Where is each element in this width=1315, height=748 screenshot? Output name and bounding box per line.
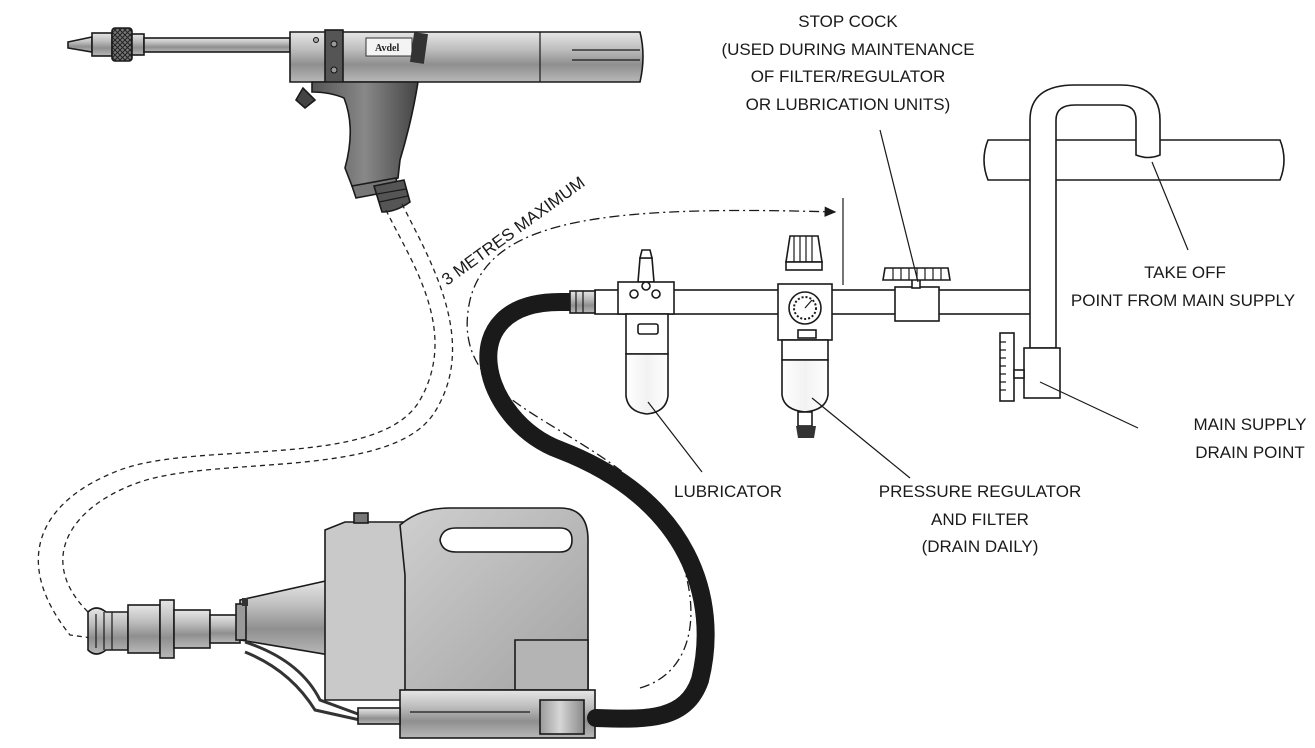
regulator-label: PRESSURE REGULATOR AND FILTER (DRAIN DAI… [879,482,1081,556]
lubricator-label: LUBRICATOR [674,482,782,501]
filter-drain [796,426,816,438]
unit-fitting [357,707,401,725]
stop-cock-leader [879,129,919,283]
svg-text:AND FILTER: AND FILTER [931,510,1029,529]
unit-inlet-plate [539,699,585,735]
distance-indicator [466,206,837,689]
stop-cock [894,286,940,322]
svg-text:MAIN SUPPLY: MAIN SUPPLY [1193,415,1306,434]
main-drain-valve [1023,347,1061,399]
air-line-assembly [569,84,1285,438]
svg-text:STOP COCK: STOP COCK [798,12,898,31]
tool-trigger [294,86,317,110]
main-drain-leader [1039,381,1139,429]
svg-text:TAKE OFF: TAKE OFF [1144,263,1226,282]
tool-band [324,29,344,87]
svg-text:PRESSURE REGULATOR: PRESSURE REGULATOR [879,482,1081,501]
air-supply-hose [479,293,715,728]
stop-cock-label: STOP COCK (USED DURING MAINTENANCE OF FI… [721,12,974,114]
lubricator-leader [647,401,703,473]
svg-text:(DRAIN DAILY): (DRAIN DAILY) [922,537,1039,556]
drain-gauge [999,332,1015,402]
take-off-label: TAKE OFF POINT FROM MAIN SUPPLY [1071,263,1295,310]
unit-carry-handle [439,527,573,553]
tool-nose-collar [91,32,113,57]
take-off-pipe [1029,84,1161,349]
main-supply-pipe [983,139,1285,181]
avdel-logo [365,37,413,57]
tool-knurled-nut [111,27,133,62]
tool-hose-connector [372,179,411,213]
filter-bowl [781,359,829,413]
take-off-leader [1151,161,1189,251]
flexible-hose-tool [37,209,436,639]
regulator-knob [785,235,823,263]
lubricator-bowl [625,353,669,415]
unit-hose-coupling [87,607,129,655]
distance-label: 3 METRES MAXIMUM [438,173,588,289]
svg-text:(USED DURING MAINTENANCE: (USED DURING MAINTENANCE [721,40,974,59]
tool-nose-housing [131,33,145,56]
rivet-tool: Avdel [67,27,644,213]
svg-text:POINT FROM MAIN SUPPLY: POINT FROM MAIN SUPPLY [1071,291,1295,310]
svg-text:OR LUBRICATION UNITS): OR LUBRICATION UNITS) [746,95,951,114]
tool-handle [311,81,419,187]
svg-text:DRAIN POINT: DRAIN POINT [1195,443,1305,462]
avdel-logo-text: Avdel [375,43,399,54]
tool-nose-tip [67,36,93,53]
svg-text:OF FILTER/REGULATOR: OF FILTER/REGULATOR [751,67,946,86]
tool-barrel [143,37,291,53]
lubricator-sight [637,257,655,283]
main-drain-label: MAIN SUPPLY DRAIN POINT [1193,415,1306,462]
regulator-leader [811,397,911,479]
hydro-pneumatic-power-unit [87,507,596,739]
